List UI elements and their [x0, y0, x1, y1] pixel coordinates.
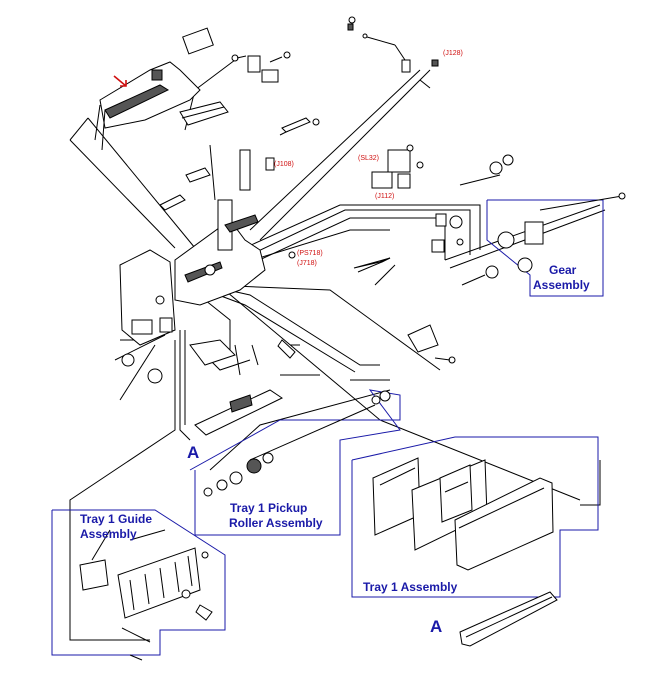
tray1-guide-box — [51, 509, 226, 656]
tray1-assembly-box — [351, 436, 599, 598]
pickup-roller-parts — [203, 390, 391, 497]
pickup-roller-label-2: Roller Assembly — [229, 516, 323, 530]
letter-a-top: A — [187, 443, 199, 462]
main-frame — [119, 117, 320, 346]
red-arrow-icon — [113, 75, 127, 87]
tray1-guide-label-1: Tray 1 Guide — [80, 512, 152, 526]
gear-assembly-label-1: Gear — [549, 263, 577, 277]
ref-j128: (J128) — [443, 50, 463, 57]
top-right-harness — [347, 16, 439, 89]
ref-sl32: (SL32) — [358, 155, 379, 162]
ref-j112: (J112) — [375, 193, 394, 200]
pickup-roller-label-1: Tray 1 Pickup — [230, 501, 307, 515]
right-gears — [431, 154, 626, 286]
upper-left-assembly — [94, 27, 291, 151]
gear-assembly-box — [486, 199, 604, 297]
gear-assembly-label-2: Assembly — [533, 278, 590, 292]
leader-lines — [69, 59, 606, 641]
letter-a-bottom: A — [430, 617, 442, 636]
ref-j718: (J718) — [297, 260, 317, 267]
solenoid-area — [353, 144, 424, 273]
ref-j108: (J108) — [274, 161, 294, 168]
tray1-assembly-parts — [372, 457, 558, 647]
ref-ps718: (PS718) — [297, 250, 323, 257]
tray1-assembly-label: Tray 1 Assembly — [363, 580, 458, 594]
tray1-guide-parts — [79, 529, 213, 661]
mid-lower-parts — [121, 324, 456, 436]
tray1-guide-label-2: Assembly — [80, 527, 137, 541]
